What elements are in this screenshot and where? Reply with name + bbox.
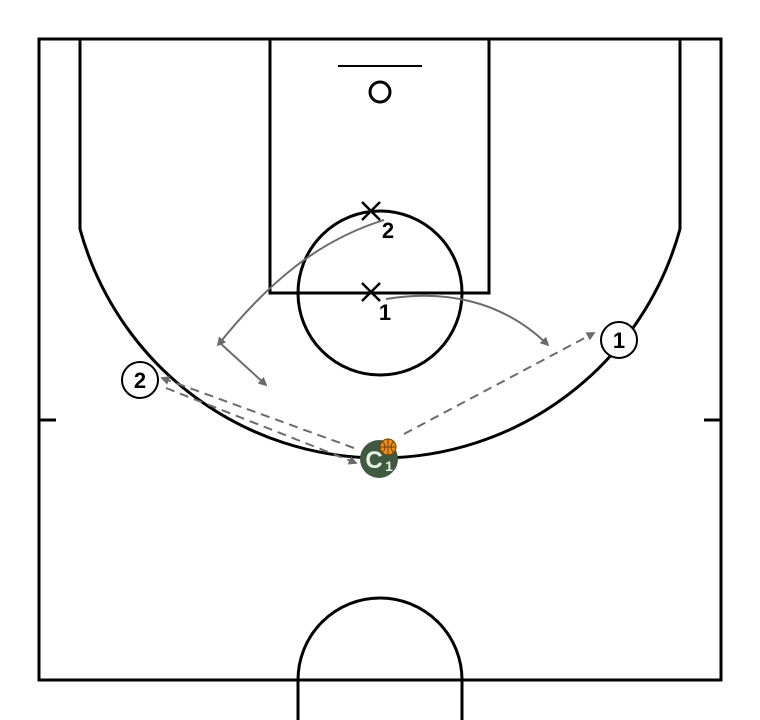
defender-x2: 2 bbox=[361, 201, 394, 243]
pass-arrows bbox=[160, 332, 596, 465]
coach-label: C bbox=[365, 447, 382, 474]
pass-arrow-coach-to-2 bbox=[160, 376, 355, 449]
basketball-icon bbox=[379, 438, 397, 456]
center-circle bbox=[296, 596, 464, 720]
coach-with-ball: C 1 bbox=[360, 438, 398, 478]
movement-arrow-x1 bbox=[385, 294, 550, 347]
offense-label-2: 2 bbox=[134, 368, 146, 393]
defender-label-1: 1 bbox=[379, 300, 391, 325]
free-throw-circle bbox=[296, 209, 464, 377]
paint-lane bbox=[268, 37, 491, 295]
movement-arrow-x2 bbox=[216, 219, 385, 347]
offense-player-2: 2 bbox=[121, 361, 159, 399]
movement-arrow-x2-cut bbox=[219, 342, 268, 387]
basket-rim bbox=[368, 80, 392, 104]
offense-label-1: 1 bbox=[613, 328, 625, 353]
court-boundary bbox=[37, 37, 723, 682]
coach-subscript: 1 bbox=[385, 458, 393, 474]
pass-arrow-2-to-coach bbox=[165, 387, 358, 465]
defender-label-2: 2 bbox=[382, 218, 394, 243]
defender-movement-arrows bbox=[216, 219, 550, 387]
defender-x1: 1 bbox=[361, 282, 391, 325]
offense-player-1: 1 bbox=[600, 321, 638, 359]
pass-arrow-coach-to-1 bbox=[403, 332, 596, 435]
